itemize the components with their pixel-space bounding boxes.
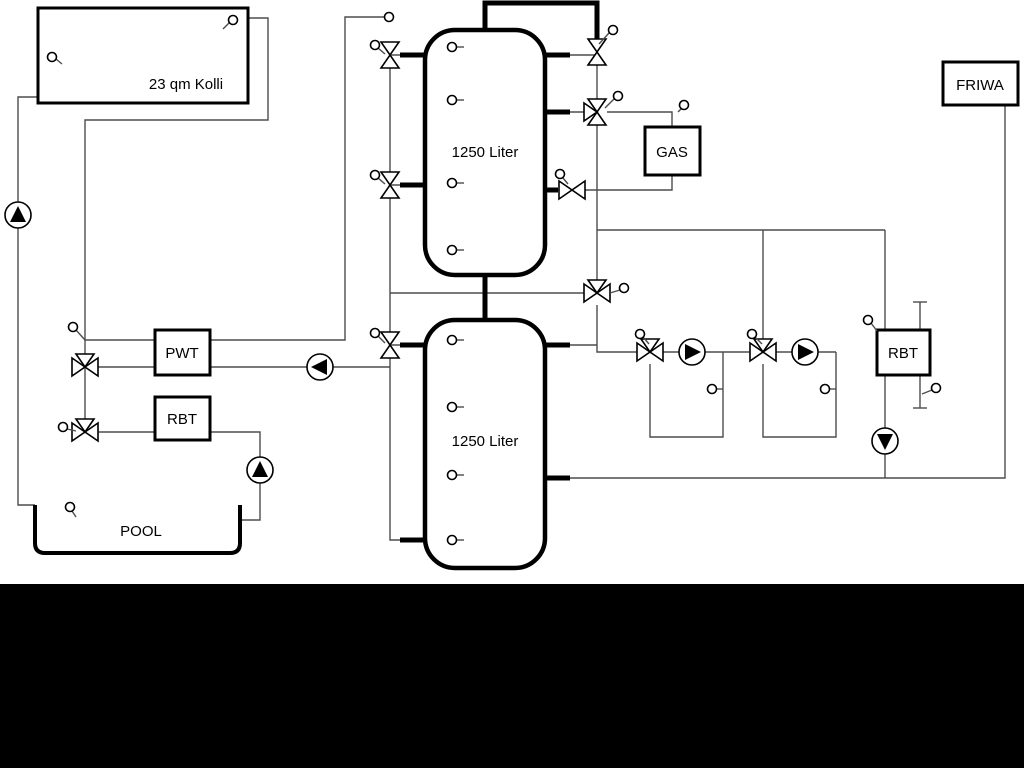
sensor-icon bbox=[819, 383, 831, 395]
sensor-icon bbox=[446, 94, 458, 106]
solar-collector-box bbox=[36, 6, 250, 105]
sensor-icon bbox=[64, 501, 76, 513]
sensor-icon bbox=[227, 14, 239, 26]
gas-boiler-box bbox=[643, 125, 702, 177]
three-way-valve-pool-icon bbox=[71, 418, 99, 442]
sensor-icon bbox=[746, 328, 758, 340]
three-way-valve-gas-supply-icon bbox=[583, 98, 607, 126]
three-way-valve-heating-1-icon bbox=[636, 338, 664, 362]
heating-pump-1-icon bbox=[678, 338, 706, 366]
sensor-icon bbox=[383, 11, 395, 23]
buffer-tank-top bbox=[422, 27, 548, 278]
sensor-icon bbox=[612, 90, 624, 102]
rbt-right-box bbox=[875, 328, 932, 377]
thick-pipes bbox=[400, 0, 600, 543]
sensor-icon bbox=[369, 327, 381, 339]
sensor-icon bbox=[706, 383, 718, 395]
sensor-icon bbox=[930, 382, 942, 394]
sensor-icon bbox=[862, 314, 874, 326]
heating-pump-2-icon bbox=[791, 338, 819, 366]
sensor-icon bbox=[446, 177, 458, 189]
charge-pump-icon bbox=[306, 353, 334, 381]
sensor-icon bbox=[678, 99, 690, 111]
solar-pump-icon bbox=[4, 201, 32, 229]
pipe-network bbox=[17, 16, 1006, 541]
three-way-valve-distribution-icon bbox=[583, 279, 611, 303]
letterbox-band bbox=[0, 584, 1024, 768]
collector-label: 23 qm Kolli bbox=[149, 76, 223, 93]
sensors bbox=[46, 11, 942, 546]
rbt-left-box bbox=[153, 395, 212, 442]
sensor-icon bbox=[369, 39, 381, 51]
sensor-icon bbox=[46, 51, 58, 63]
sensor-icon bbox=[446, 401, 458, 413]
sensor-icon bbox=[607, 24, 619, 36]
pool-label: POOL bbox=[120, 523, 162, 540]
rbt-left-label: RBT bbox=[167, 411, 197, 428]
sensor-icon bbox=[446, 534, 458, 546]
sensor-icon bbox=[446, 41, 458, 53]
sensor-icon bbox=[618, 282, 630, 294]
pool-pump-icon bbox=[246, 456, 274, 484]
buffer-tank-bottom bbox=[422, 317, 548, 571]
valve-gas-return-icon bbox=[558, 180, 586, 200]
gas-label: GAS bbox=[656, 144, 688, 161]
friwa-label: FRIWA bbox=[956, 77, 1004, 94]
pool-basin bbox=[33, 505, 242, 555]
tank-top-label: 1250 Liter bbox=[452, 144, 519, 161]
circulation-pump-icon bbox=[871, 427, 899, 455]
pumps bbox=[4, 201, 899, 484]
pwt-heat-exchanger-box bbox=[153, 328, 212, 377]
sensor-icon bbox=[634, 328, 646, 340]
pwt-label: PWT bbox=[165, 345, 198, 362]
sensor-icon bbox=[446, 334, 458, 346]
sensor-icon bbox=[369, 169, 381, 181]
valve-trunk-top-icon bbox=[587, 38, 607, 66]
sensor-icon bbox=[57, 421, 69, 433]
sensor-icon bbox=[67, 321, 79, 333]
rbt-right-label: RBT bbox=[888, 345, 918, 362]
friwa-station-box bbox=[941, 60, 1020, 107]
three-way-valve-heating-2-icon bbox=[749, 338, 777, 362]
tank-bottom-label: 1250 Liter bbox=[452, 433, 519, 450]
sensor-icon bbox=[446, 469, 458, 481]
sensor-icon bbox=[554, 168, 566, 180]
sensor-icon bbox=[446, 244, 458, 256]
